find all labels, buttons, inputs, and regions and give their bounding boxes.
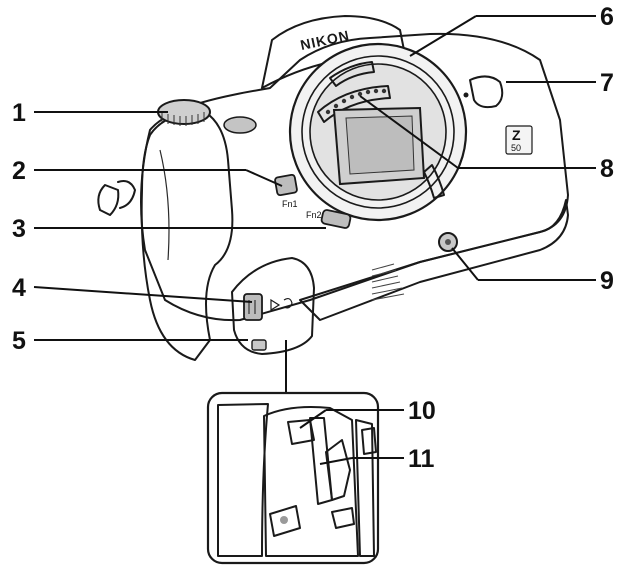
fn1-button [274, 173, 298, 197]
inset-frame [206, 391, 380, 565]
sensor-glass [345, 115, 415, 175]
model-badge: Z 50 [505, 125, 533, 155]
callout-4: 4 [12, 274, 26, 302]
callout-10: 10 [408, 397, 436, 425]
contact-dots [325, 88, 387, 115]
leader-lines [33, 15, 596, 465]
card-slot-cover [231, 257, 315, 355]
hand-grip [140, 111, 234, 361]
callout-3: 3 [12, 215, 26, 243]
callout-1: 1 [12, 99, 26, 127]
cover-hinge [251, 339, 267, 351]
fn2-label: Fn2 [306, 210, 322, 220]
callout-2: 2 [12, 157, 26, 185]
callout-11: 11 [408, 445, 435, 473]
cover-latch [243, 293, 263, 321]
callout-7: 7 [600, 69, 614, 97]
callout-5: 5 [12, 327, 26, 355]
viewfinder-hump [261, 15, 406, 89]
bottom-grille [371, 263, 405, 301]
fn2-button [320, 209, 352, 229]
mount-tab [329, 61, 375, 87]
svg-text:Z: Z [512, 127, 521, 143]
svg-text:50: 50 [511, 143, 521, 153]
grip-texture [159, 149, 170, 261]
strap-loop [117, 180, 136, 209]
dial-ridges [161, 112, 205, 126]
mount-index-dot [463, 92, 469, 98]
fn1-label: Fn1 [282, 199, 298, 209]
brand-name: NIKON [299, 27, 351, 53]
open-arrow-icon [270, 298, 281, 312]
camera-body [140, 32, 569, 322]
card-slot-inset [217, 403, 377, 557]
mount-tab [423, 164, 445, 199]
callout-6: 6 [600, 3, 614, 31]
callout-8: 8 [600, 155, 614, 183]
top-dial [223, 116, 257, 134]
card-symbol-icon [283, 297, 293, 309]
lens-release-button [469, 75, 504, 109]
body-bottom [299, 199, 569, 321]
strap-eyelet [97, 184, 120, 216]
lens-mount-ring [301, 55, 455, 209]
tripod-socket-center [445, 239, 451, 245]
callout-9: 9 [600, 267, 614, 295]
